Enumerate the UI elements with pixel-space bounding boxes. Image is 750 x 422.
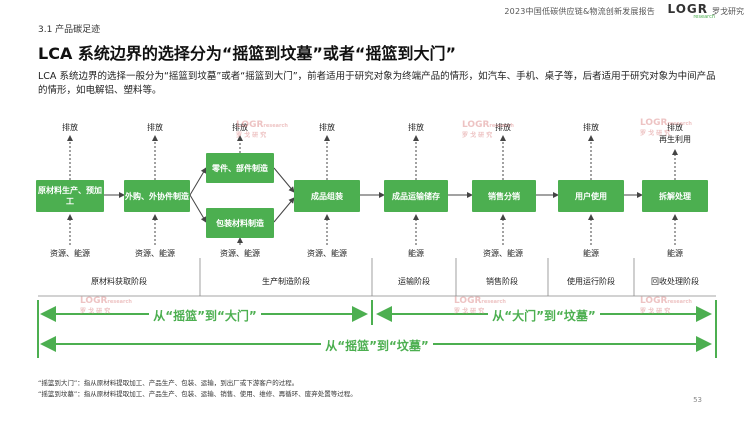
section-label: 3.1 产品碳足迹: [38, 25, 101, 35]
boundary-cradle-to-gate-wrap: 从“摇篮”到“大门”: [38, 305, 372, 324]
emission-label-use: 排放: [583, 123, 599, 132]
process-sales: 销售分销: [472, 180, 536, 212]
process-use: 用户使用: [558, 180, 624, 212]
brand-name: 罗戈研究: [712, 7, 744, 16]
resource-label-parts: 资源、能源: [220, 249, 260, 258]
stage-sales: 销售阶段: [486, 277, 518, 286]
resource-label-purchase: 资源、能源: [135, 249, 175, 258]
boundary-cradle-to-gate: 从“摇篮”到“大门”: [149, 309, 261, 323]
brand-logo-sub: research: [693, 14, 715, 20]
emission-label-transport: 排放: [408, 123, 424, 132]
footnote-gate: “摇篮到大门”：指从原材料提取加工、产品生产、包装、运输，到出厂或下游客户的过程…: [38, 379, 299, 387]
process-raw-material: 原材料生产、预加工: [36, 180, 104, 212]
emission-label-dismantle: 排放: [667, 123, 683, 132]
process-purchase: 外购、外协件制造: [124, 180, 190, 212]
page-title: LCA 系统边界的选择分为“摇篮到坟墓”或者“摇篮到大门”: [38, 44, 456, 63]
emission-label-assembly: 排放: [319, 123, 335, 132]
page-number: 53: [693, 396, 702, 404]
brand-logo: LOGR: [667, 2, 708, 16]
resource-label-transport: 能源: [408, 249, 424, 258]
process-transport: 成品运输储存: [384, 180, 448, 212]
stage-raw: 原材料获取阶段: [91, 277, 147, 286]
emission-label-raw: 排放: [62, 123, 78, 132]
resource-label-raw: 资源、能源: [50, 249, 90, 258]
description: LCA 系统边界的选择一般分为“摇篮到坟墓”或者“摇篮到大门”，前者适用于研究对…: [38, 71, 716, 96]
stage-use: 使用运行阶段: [567, 277, 615, 286]
boundary-cradle-to-grave: 从“摇篮”到“坟墓”: [321, 339, 433, 353]
report-title: 2023中国低碳供应链&物流创新发展报告: [504, 7, 655, 16]
boundary-gate-to-grave: 从“大门”到“坟墓”: [488, 309, 600, 323]
emission-label-purchase: 排放: [147, 123, 163, 132]
emission-label-parts: 排放: [232, 123, 248, 132]
boundary-gate-to-grave-wrap: 从“大门”到“坟墓”: [372, 305, 716, 324]
footnote-grave: “摇篮到坟墓”：指从原材料提取加工、产品生产、包装、运输、销售、使用、维修、再循…: [38, 390, 357, 398]
process-dismantle: 拆解处理: [642, 180, 708, 212]
resource-label-sales: 资源、能源: [483, 249, 523, 258]
resource-label-dismantle: 能源: [667, 249, 683, 258]
recycle-label: 再生利用: [659, 135, 691, 144]
process-assembly: 成品组装: [294, 180, 360, 212]
resource-label-assembly: 资源、能源: [307, 249, 347, 258]
process-packaging: 包装材料制造: [206, 208, 274, 238]
stage-transport: 运输阶段: [398, 277, 430, 286]
stage-production: 生产制造阶段: [262, 277, 310, 286]
emission-label-sales: 排放: [495, 123, 511, 132]
resource-label-use: 能源: [583, 249, 599, 258]
stage-recycle: 回收处理阶段: [651, 277, 699, 286]
process-parts: 零件、部件制造: [206, 153, 274, 183]
boundary-cradle-to-grave-wrap: 从“摇篮”到“坟墓”: [38, 335, 716, 354]
